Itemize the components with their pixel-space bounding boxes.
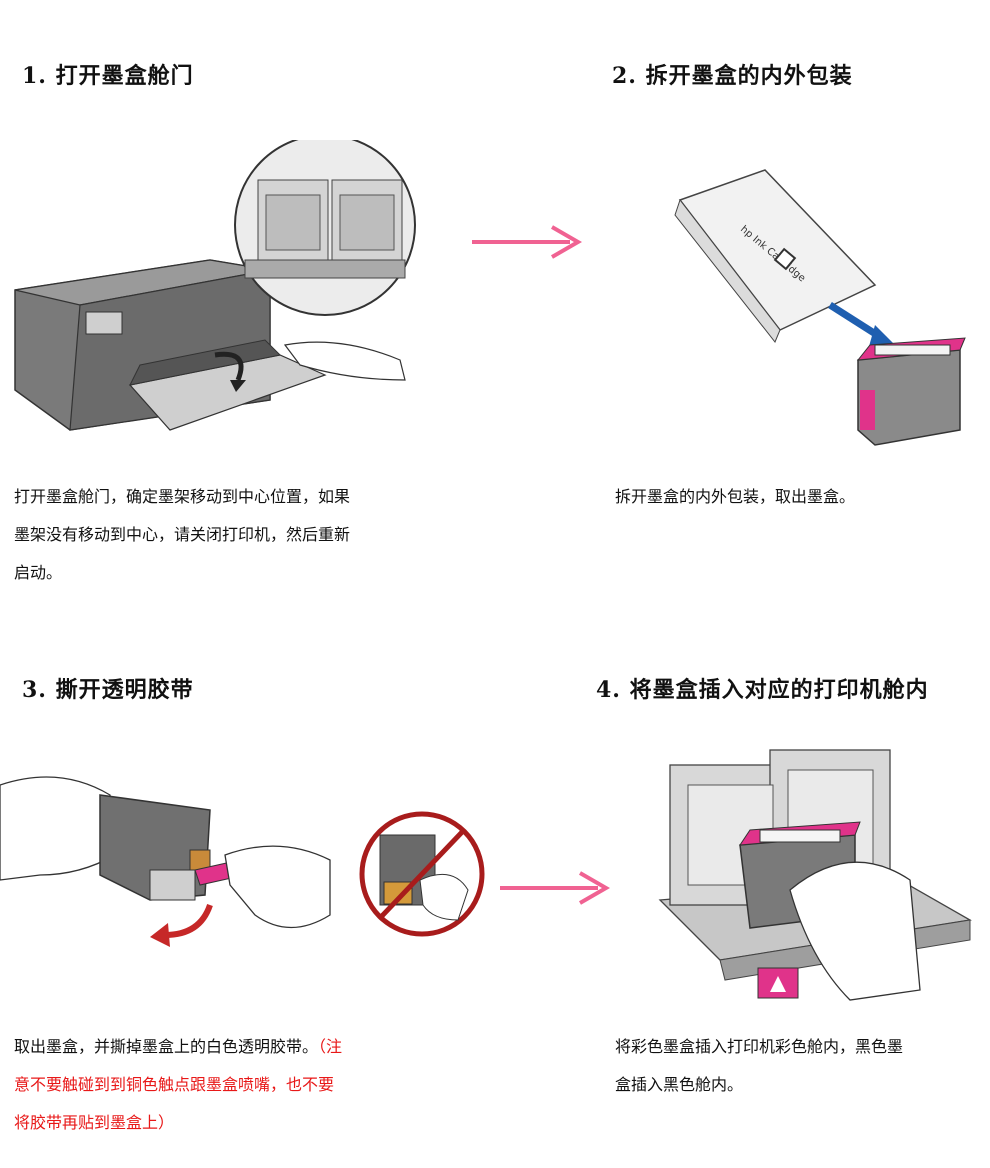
step3-warning-text: （注 (318, 1037, 343, 1056)
step3-heading: 3. 撕开透明胶带 (22, 677, 194, 703)
step4-description: 将彩色墨盒插入打印机彩色舱内，黑色墨 盒插入黑色舱内。 (615, 1028, 903, 1104)
step4-heading: 4. 将墨盒插入对应的打印机舱内 (596, 677, 929, 703)
open-cartridge-door-illustration (14, 140, 416, 431)
step1-desc-line: 墨架没有移动到中心，请关闭打印机，然后重新 (14, 525, 351, 544)
step2-description: 拆开墨盒的内外包装，取出墨盒。 (615, 478, 855, 516)
step3-desc-text: 取出墨盒，并撕掉墨盒上的白色透明胶带。 (14, 1037, 319, 1056)
insert-cartridge-illustration (658, 749, 972, 1001)
step3-warning-line: 意不要触碰到到铜色触点跟墨盒喷嘴，也不要 (14, 1075, 335, 1094)
do-not-touch-contacts-icon (359, 811, 485, 937)
step3-desc-line: 取出墨盒，并撕掉墨盒上的白色透明胶带。（注 (14, 1028, 342, 1066)
step3-description: 取出墨盒，并撕掉墨盒上的白色透明胶带。（注 意不要触碰到到铜色触点跟墨盒喷嘴，也… (14, 1028, 342, 1142)
step1-desc-line: 启动。 (14, 563, 63, 582)
step2-heading: 2. 拆开墨盒的内外包装 (612, 63, 853, 89)
right-arrow-icon (500, 871, 611, 905)
step4-desc-line: 将彩色墨盒插入打印机彩色舱内，黑色墨 (615, 1037, 904, 1056)
step1-heading: 1. 打开墨盒舱门 (22, 63, 194, 89)
step1-description: 打开墨盒舱门，确定墨架移动到中心位置，如果 墨架没有移动到中心，请关闭打印机，然… (14, 478, 350, 592)
step3-warning-line: 将胶带再贴到墨盒上） (14, 1113, 175, 1132)
right-arrow-icon (472, 225, 583, 259)
step4-desc-line: 盒插入黑色舱内。 (615, 1075, 744, 1094)
step1-desc-line: 打开墨盒舱门，确定墨架移动到中心位置，如果 (14, 487, 351, 506)
remove-tape-illustration (0, 776, 331, 947)
step2-desc-line: 拆开墨盒的内外包装，取出墨盒。 (615, 487, 856, 506)
unpack-cartridge-illustration: hp Ink Cartridge (674, 169, 966, 446)
